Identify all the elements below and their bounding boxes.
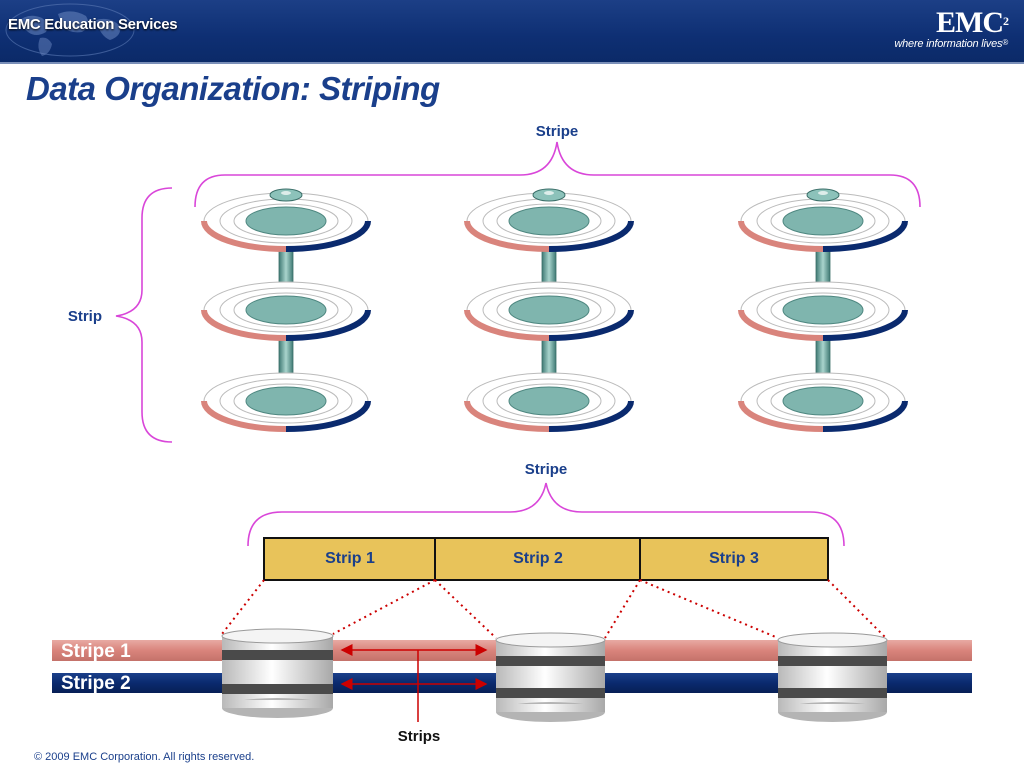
stripe-2-label: Stripe 2: [61, 673, 131, 694]
platter: [201, 192, 371, 252]
platter: [464, 192, 634, 252]
platter: [464, 281, 634, 341]
emc-tagline-mark: ®: [1002, 38, 1008, 47]
stripe-brace-top: [194, 141, 921, 208]
strip-label: Strip: [68, 308, 102, 325]
emc-logo: EMC2 where information lives®: [894, 6, 1009, 51]
disk-stack-3: [738, 188, 908, 432]
disk-cylinder-2: [495, 632, 606, 722]
disk-cylinder-1: [221, 628, 334, 718]
platter: [464, 372, 634, 432]
strip-3-cell: Strip 3: [709, 550, 759, 567]
education-services-logo: EMC Education Services: [8, 16, 178, 33]
disk-stack-2: [464, 188, 634, 432]
page-title: Data Organization: Striping: [26, 70, 440, 107]
platter: [738, 281, 908, 341]
platter: [738, 192, 908, 252]
strip-2-cell: Strip 2: [513, 550, 563, 567]
lower-stripe-label: Stripe: [525, 461, 568, 478]
emc-logo-superscript: 2: [1003, 14, 1009, 28]
strip-1-cell: Strip 1: [325, 550, 375, 567]
strip-connectors: [221, 579, 887, 639]
strip-brace: [115, 187, 173, 443]
strip-row-box: [263, 537, 829, 581]
emc-tagline: where information lives: [894, 38, 1003, 50]
emc-logo-word: EMC: [936, 6, 1004, 39]
copyright-footer: © 2009 EMC Corporation. All rights reser…: [34, 751, 255, 763]
header-bar: EMC Education Services EMC2 where inform…: [0, 0, 1024, 64]
globe-icon: [5, 3, 135, 57]
stripe-brace-lower: [247, 482, 845, 547]
disk-stack-1: [201, 188, 371, 432]
platter: [201, 281, 371, 341]
platter: [738, 372, 908, 432]
disk-cylinder-3: [777, 632, 888, 722]
top-stripe-label: Stripe: [536, 123, 579, 140]
stripe-1-label: Stripe 1: [61, 641, 131, 662]
strips-label: Strips: [398, 728, 441, 745]
platter: [201, 372, 371, 432]
